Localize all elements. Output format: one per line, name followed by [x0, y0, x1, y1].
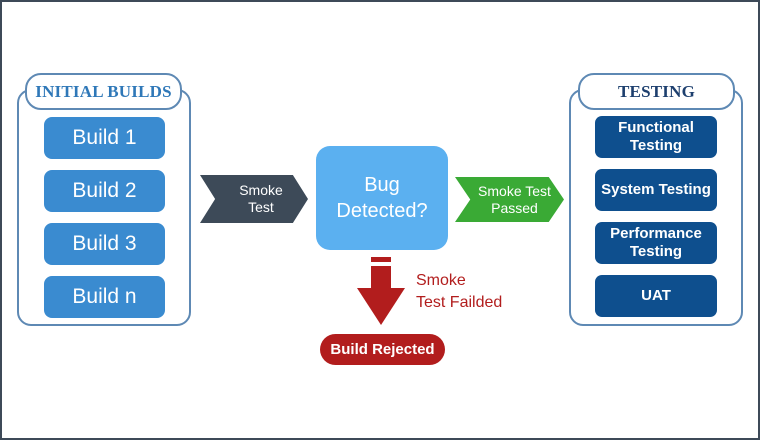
initial-builds-title: INITIAL BUILDS: [25, 73, 182, 110]
passed-arrow-line1: Smoke Test: [478, 182, 551, 199]
passed-arrow-line2: Passed: [491, 199, 538, 216]
smoke-test-passed-arrow: Smoke Test Passed: [455, 177, 564, 222]
bug-detected-decision: Bug Detected?: [316, 146, 448, 250]
system-testing-box: System Testing: [595, 169, 717, 211]
performance-testing-line1: Performance: [610, 225, 702, 242]
build-rejected-pill: Build Rejected: [320, 334, 445, 365]
build-n-box: Build n: [44, 276, 165, 318]
smoke-test-failed-label: Smoke Test Failded: [416, 270, 526, 314]
uat-box: UAT: [595, 275, 717, 317]
build-2-box: Build 2: [44, 170, 165, 212]
functional-testing-box: Functional Testing: [595, 116, 717, 158]
smoke-test-arrow-line1: Smoke: [239, 182, 283, 198]
failed-line2: Test Failded: [416, 294, 503, 311]
decision-line1: Bug: [364, 174, 400, 196]
smoke-test-arrow: Smoke Test: [200, 175, 308, 223]
performance-testing-line2: Testing: [629, 243, 683, 260]
decision-line2: Detected?: [336, 200, 428, 222]
performance-testing-box: Performance Testing: [595, 222, 717, 264]
failed-line1: Smoke: [416, 272, 466, 289]
system-testing-label: System Testing: [601, 181, 711, 198]
uat-label: UAT: [641, 287, 671, 304]
build-1-box: Build 1: [44, 117, 165, 159]
testing-title: TESTING: [578, 73, 735, 110]
build-3-box: Build 3: [44, 223, 165, 265]
functional-testing-line2: Testing: [629, 137, 683, 154]
down-arrow-icon: [357, 257, 405, 325]
smoke-test-arrow-line2: Test: [248, 199, 274, 215]
functional-testing-line1: Functional: [618, 119, 694, 136]
